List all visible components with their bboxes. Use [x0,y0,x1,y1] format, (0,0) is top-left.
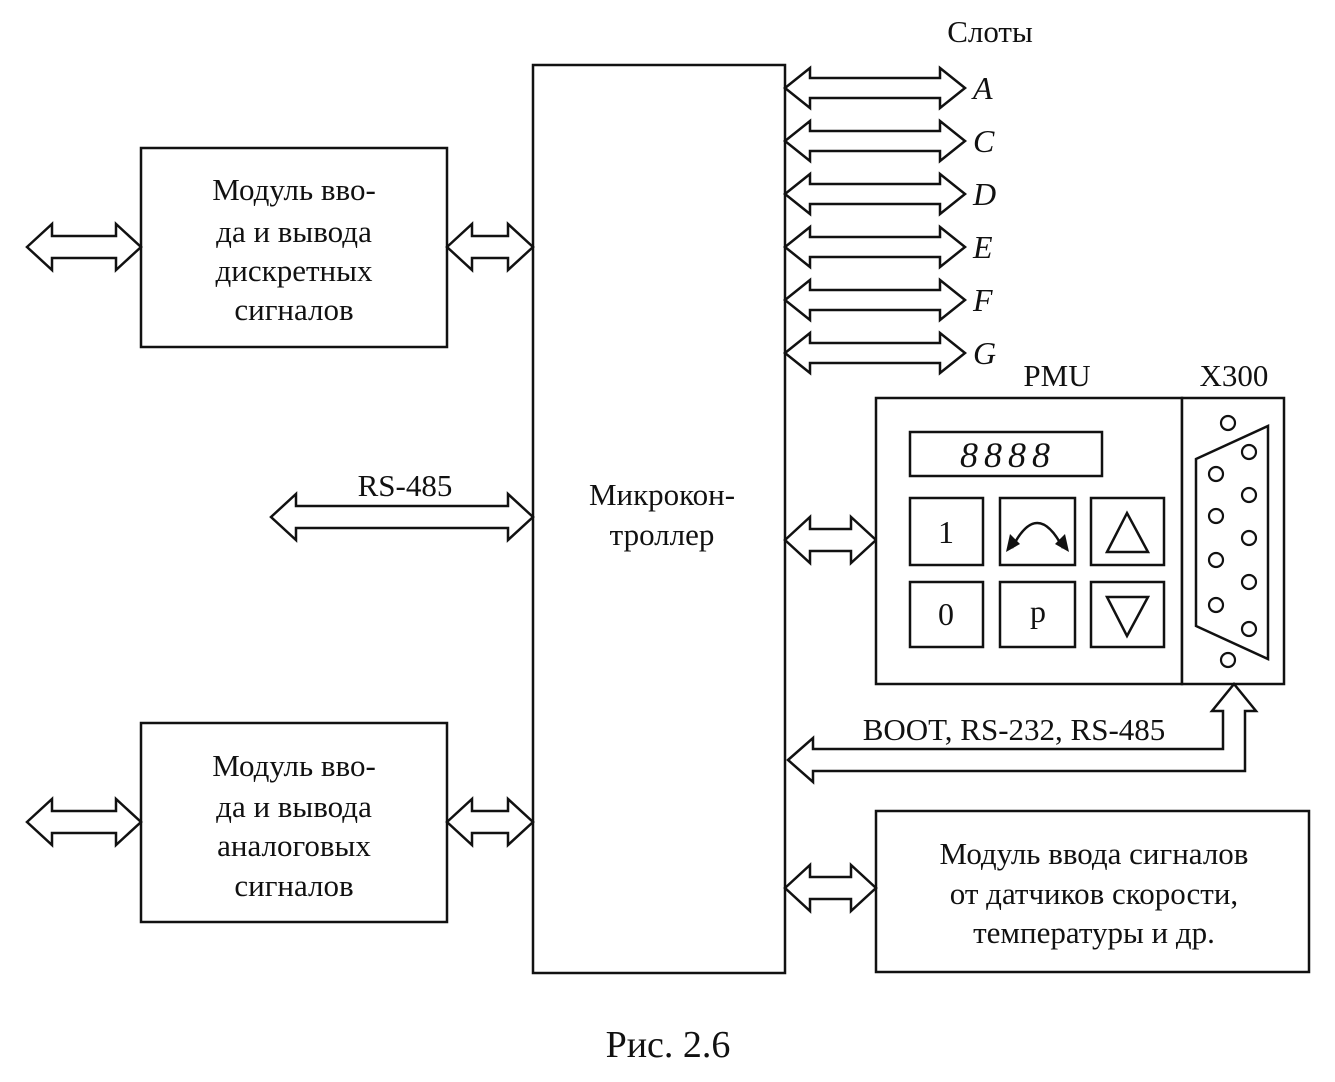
slot-arrow-e [782,224,968,270]
analog-external-arrow [25,796,143,848]
pmu-key-p[interactable]: p [998,580,1077,649]
pmu-key-toggle[interactable] [998,496,1077,567]
slot-labels: Слоты A C D E F G [947,14,1033,371]
pmu-display [908,430,1104,478]
discrete-line-2: да и вывода [216,214,372,249]
boot-bus: BOOT, RS-232, RS-485 [786,682,1259,785]
toggle-arrows-icon [1006,521,1069,552]
slot-label-d: D [972,176,996,212]
slot-label-c: C [973,123,995,159]
pmu-panel: PMU 8888 1 0 p [874,358,1184,686]
rs485-arrow [269,491,535,543]
slot-arrow-g [782,330,968,376]
slot-arrow-c [782,118,968,164]
slot-label-f: F [972,282,993,318]
x300-connector: X300 [1180,358,1286,686]
x300-title: X300 [1200,358,1269,393]
discrete-io-module: Модуль вво- да и вывода дискретных сигна… [139,146,449,349]
analog-controller-arrow [445,796,535,848]
analog-line-1: Модуль вво- [212,748,376,783]
slot-label-g: G [973,335,996,371]
discrete-external-arrow [25,221,143,273]
sensor-line-2: от датчиков скорости, [950,876,1238,911]
slots-title: Слоты [947,14,1033,49]
down-triangle-icon [1104,595,1151,639]
pmu-key-up[interactable] [1089,496,1166,567]
slot-label-a: A [971,70,993,106]
db9-pins [1207,414,1258,669]
pmu-key-p-label: p [1030,593,1046,629]
pmu-link-arrow [783,514,878,566]
boot-bus-arrow [786,682,1259,785]
microcontroller-block: Микрокон- троллер [531,63,787,975]
sensor-link-arrow [783,862,878,914]
up-triangle-icon [1104,510,1151,554]
rs485-label: RS-485 [358,468,453,503]
sensor-input-module: Модуль ввода сигналов от датчиков скорос… [874,809,1311,974]
analog-io-module: Модуль вво- да и вывода аналоговых сигна… [139,721,449,924]
analog-line-4: сигналов [234,868,353,903]
pmu-key-1-label: 1 [938,514,954,550]
pmu-key-0-label: 0 [938,596,954,632]
controller-line-1: Микрокон- [589,477,735,512]
discrete-line-3: дискретных [216,253,373,288]
slot-arrow-d [782,171,968,217]
analog-line-3: аналоговых [217,828,371,863]
figure-caption: Рис. 2.6 [606,1024,731,1066]
discrete-line-4: сигналов [234,292,353,327]
pmu-key-1[interactable]: 1 [908,496,985,567]
pmu-key-down[interactable] [1089,580,1166,649]
db9-shell-icon [1194,424,1270,661]
pmu-title: PMU [1023,358,1090,393]
sensor-line-1: Модуль ввода сигналов [940,836,1249,871]
slot-arrows [782,65,968,376]
analog-line-2: да и вывода [216,789,372,824]
controller-line-2: троллер [610,517,715,552]
slot-label-e: E [972,229,993,265]
pmu-display-digits: 8888 [960,435,1056,475]
sensor-line-3: температуры и др. [973,915,1215,950]
slot-arrow-f [782,277,968,323]
boot-bus-label: BOOT, RS-232, RS-485 [863,712,1166,747]
bus-arrows [25,221,878,914]
pmu-key-0[interactable]: 0 [908,580,985,649]
discrete-controller-arrow [445,221,535,273]
slot-arrow-a [782,65,968,111]
discrete-line-1: Модуль вво- [212,172,376,207]
